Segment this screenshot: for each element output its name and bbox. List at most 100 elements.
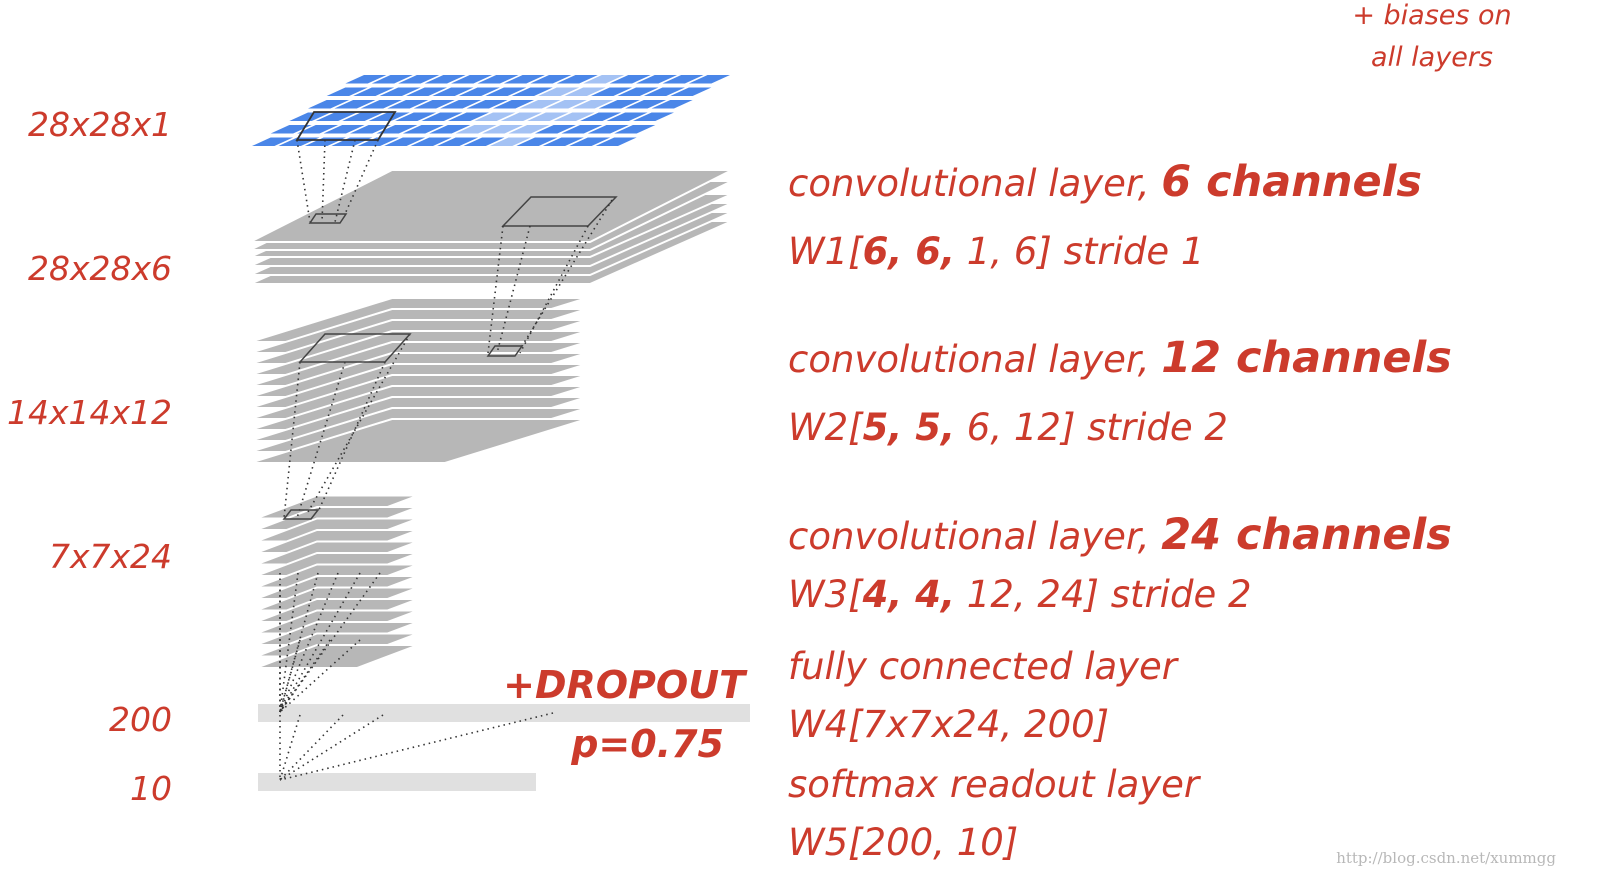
input-grid-cell	[617, 87, 659, 96]
input-grid-cell	[527, 112, 569, 121]
input-grid-cell	[590, 87, 633, 96]
input-grid-cell	[572, 100, 614, 109]
input-grid-cell	[580, 112, 622, 121]
input-grid-cell	[595, 137, 637, 146]
input-grid-cell	[625, 100, 667, 109]
input-grid-cell	[519, 100, 561, 109]
input-grid-cell	[405, 87, 448, 96]
softmax-weights: W5[200, 10]	[788, 821, 1018, 864]
input-grid-cell	[662, 75, 704, 84]
input-grid-cell	[500, 112, 542, 121]
input-grid-cell	[542, 137, 584, 146]
input-grid-cell	[376, 125, 418, 134]
connection-lines	[279, 139, 613, 781]
conv2-input-window	[501, 196, 618, 227]
input-grid-cell	[583, 75, 625, 84]
input-grid-cell	[564, 87, 606, 96]
conv2-feature-stack	[249, 297, 588, 464]
input-grid-cell	[651, 100, 693, 109]
input-grid-cell	[345, 75, 387, 84]
conv3-window	[282, 509, 320, 520]
input-grid-cell	[437, 137, 479, 146]
input-grid-cell	[606, 112, 648, 121]
input-grid-cell	[561, 125, 603, 134]
input-grid-cell	[516, 137, 558, 146]
biases-note-line1: + biases on	[1352, 0, 1511, 31]
fc-weights: W4[7x7x24, 200]	[788, 703, 1109, 746]
input-grid-cell	[587, 125, 629, 134]
input-grid-cell	[474, 112, 516, 121]
input-grid-cell	[670, 87, 712, 96]
input-grid-cell	[395, 112, 437, 121]
input-grid-cell	[334, 100, 376, 109]
dropout-probability: p=0.75	[570, 722, 724, 766]
input-grid-cell	[477, 75, 519, 84]
conv2-weights: W2[5, 5, 6, 12] stride 2	[788, 406, 1228, 449]
input-grid-cell	[315, 112, 357, 121]
input-grid-cell	[556, 75, 598, 84]
input-grid-cell	[360, 100, 402, 109]
input-grid-cell	[609, 75, 651, 84]
input-grid-cell	[451, 75, 493, 84]
input-grid-cell	[455, 125, 497, 134]
input-grid-cell	[632, 112, 674, 121]
input-grid-cell	[485, 87, 527, 96]
input-grid-cell	[384, 137, 426, 146]
size-label-input: 28x28x1	[28, 105, 172, 144]
input-grid-cell	[270, 125, 312, 134]
input-grid-cell	[326, 87, 368, 96]
softmax-readout-bar	[258, 773, 536, 791]
input-grid-cell	[424, 75, 466, 84]
input-grid-cell	[636, 75, 678, 84]
conv3-title: convolutional layer, 24 channels	[788, 510, 1452, 560]
size-label-conv2: 14x14x12	[7, 393, 172, 432]
biases-note-line2: all layers	[1371, 42, 1493, 73]
input-grid-cell	[466, 100, 508, 109]
input-grid-cell	[463, 137, 505, 146]
input-grid-cell	[614, 125, 656, 134]
input-grid-cell	[447, 112, 489, 121]
input-grid-cell	[643, 87, 685, 96]
input-grid-cell	[398, 75, 440, 84]
conv2-output-window	[298, 333, 412, 363]
conv2-title: convolutional layer, 12 channels	[788, 333, 1452, 383]
input-grid-cell	[530, 75, 572, 84]
input-grid-cell	[323, 125, 365, 134]
fully-connected-bar	[258, 704, 750, 722]
size-label-softmax: 10	[130, 769, 172, 808]
input-grid-cell	[458, 87, 500, 96]
input-grid-cell	[379, 87, 421, 96]
input-grid-cell	[538, 87, 580, 96]
input-grid-cell	[432, 87, 474, 96]
size-label-conv3: 7x7x24	[49, 537, 172, 576]
input-grid-cell	[402, 125, 444, 134]
size-label-fc: 200	[109, 700, 172, 739]
input-grid-cell	[545, 100, 587, 109]
input-grid-cell	[353, 87, 395, 96]
conv2-small-window	[486, 345, 524, 357]
input-grid-cell	[410, 137, 452, 146]
input-grid-layer	[250, 73, 732, 148]
input-grid-cell	[429, 125, 471, 134]
conv1-feature-stack	[249, 169, 733, 285]
input-grid-cell	[308, 100, 350, 109]
conv3-sheet	[255, 644, 419, 669]
input-grid-cell	[489, 137, 531, 146]
conv1-title: convolutional layer, 6 channels	[788, 157, 1422, 207]
softmax-title: softmax readout layer	[788, 763, 1202, 806]
input-grid-cell	[342, 112, 384, 121]
input-grid-cell	[598, 100, 640, 109]
input-grid-cell	[357, 137, 399, 146]
conv1-output-window	[308, 213, 348, 224]
input-grid-cell	[511, 87, 553, 96]
input-grid-cell	[440, 100, 482, 109]
conv3-feature-stack	[255, 494, 419, 669]
input-grid-background	[250, 73, 732, 148]
input-grid-cell	[297, 125, 339, 134]
size-label-conv1: 28x28x6	[28, 249, 172, 288]
input-grid-cell	[371, 75, 413, 84]
input-grid-cell	[368, 112, 410, 121]
input-grid-cell	[413, 100, 455, 109]
